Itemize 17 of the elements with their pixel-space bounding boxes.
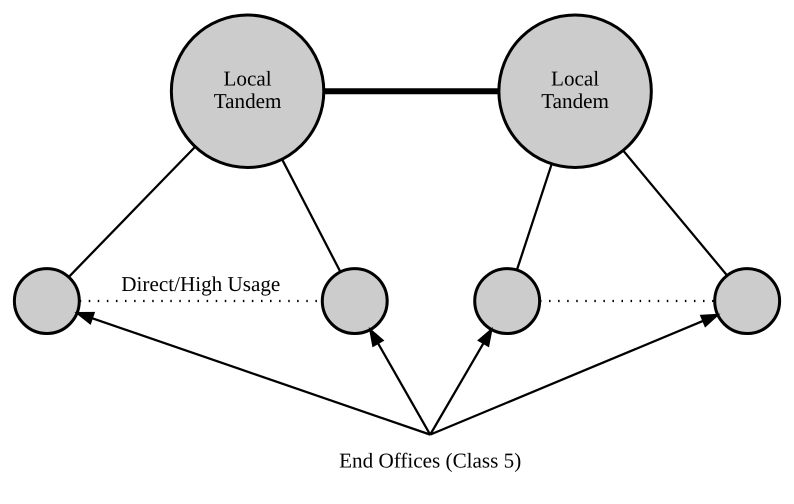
edge-label: Direct/High Usage (121, 272, 280, 296)
connector (68, 146, 196, 278)
node-circle (473, 267, 542, 336)
connector (281, 158, 342, 272)
connector (324, 88, 499, 94)
arrow (74, 312, 431, 436)
connector (516, 164, 553, 270)
arrow (368, 326, 432, 436)
arrow (430, 314, 720, 436)
node-circle (320, 267, 389, 336)
node-circle: Local Tandem (497, 14, 653, 169)
node-text: End Offices (Class 5) (339, 448, 522, 472)
node-circle (12, 267, 81, 336)
arrow (429, 326, 493, 436)
node-circle (713, 267, 782, 336)
connector (622, 150, 728, 276)
node-circle: Local Tandem (170, 14, 326, 169)
